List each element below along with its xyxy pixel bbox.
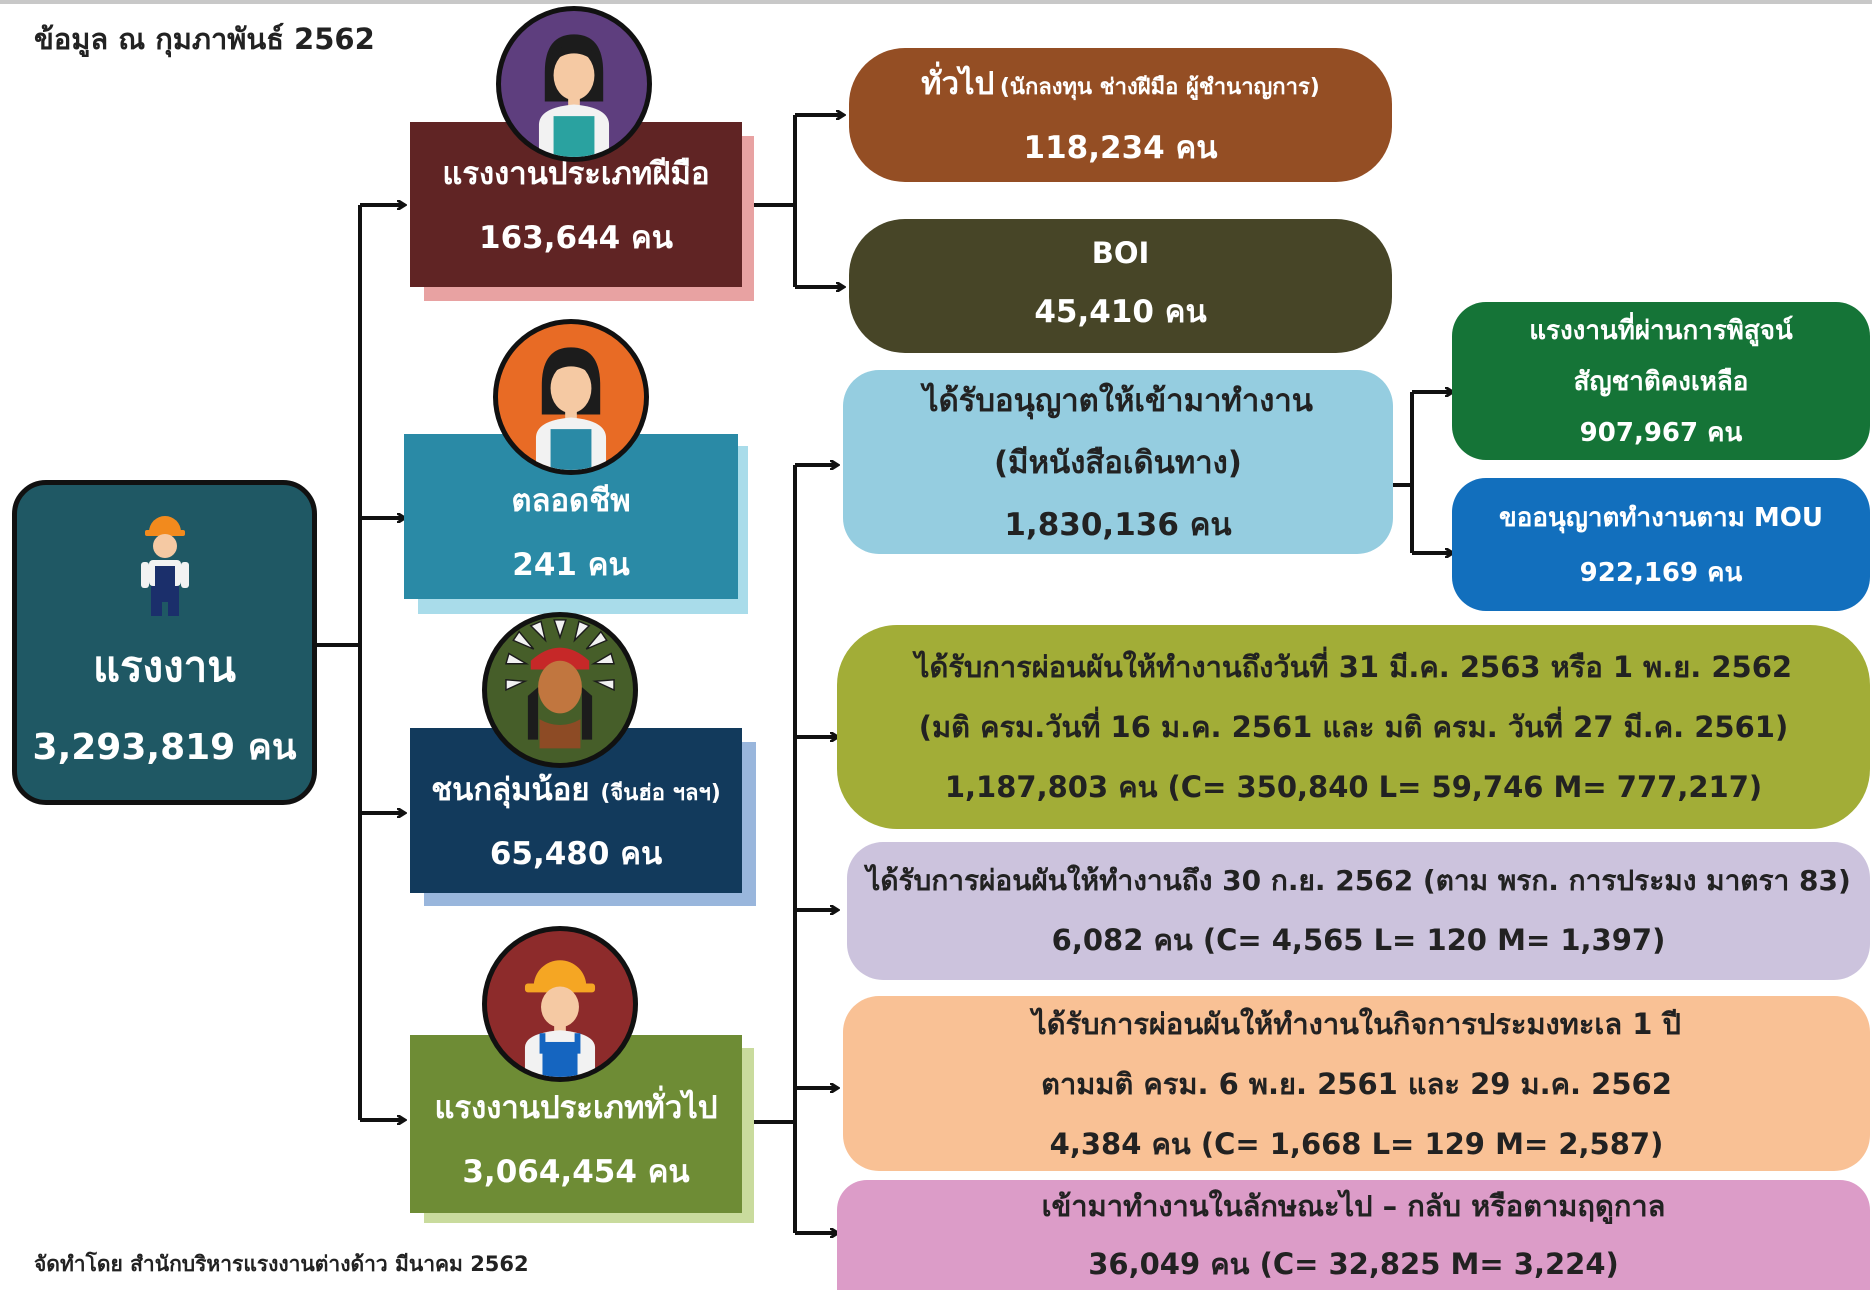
nationality-pill: แรงงานที่ผ่านการพิสูจน์ สัญชาติคงเหลือ 9…	[1452, 302, 1870, 460]
female-worker-icon	[538, 34, 610, 157]
minority-title: ชนกลุ่มน้อย	[431, 771, 590, 808]
waiver1-line1: ได้รับการผ่อนผันให้ทำงานถึงวันที่ 31 มี.…	[914, 650, 1793, 684]
waiver3-pill: ได้รับการผ่อนผันให้ทำงานในกิจการประมงทะเ…	[843, 996, 1870, 1171]
footer-credit: จัดทำโดย สำนักบริหารแรงงานต่างด้าว มีนาค…	[34, 1252, 529, 1276]
passport-pill: ได้รับอนุญาตให้เข้ามาทำงาน (มีหนังสือเดิ…	[843, 370, 1393, 554]
skilled-general-pill: ทั่วไป (นักลงทุน ช่างฝีมือ ผู้ชำนาญการ) …	[849, 48, 1392, 182]
waiver2-pill: ได้รับการผ่อนผันให้ทำงานถึง 30 ก.ย. 2562…	[847, 842, 1870, 980]
mou-count: 922,169 คน	[1579, 557, 1743, 588]
waiver1-count: 1,187,803 คน (C= 350,840 L= 59,746 M= 77…	[944, 770, 1763, 804]
waiver2-line1: ได้รับการผ่อนผันให้ทำงานถึง 30 ก.ย. 2562…	[866, 864, 1851, 897]
minority-note: (จีนฮ่อ ฯลฯ)	[600, 780, 721, 806]
root-count: 3,293,819 คน	[32, 727, 297, 768]
root-title: แรงงาน	[93, 642, 236, 691]
lifetime-count: 241 คน	[512, 546, 630, 583]
nationality-count: 907,967 คน	[1579, 417, 1743, 448]
boi-pill: BOI 45,410 คน	[849, 219, 1392, 353]
general-count: 3,064,454 คน	[462, 1154, 690, 1190]
skilled-general-note: (นักลงทุน ช่างฝีมือ ผู้ชำนาญการ)	[999, 75, 1320, 100]
waiver2-count: 6,082 คน (C= 4,565 L= 120 M= 1,397)	[1051, 923, 1666, 957]
waiver3-line2: ตามมติ ครม. 6 พ.ย. 2561 และ 29 ม.ค. 2562	[1041, 1066, 1672, 1101]
minority-title-line: ชนกลุ่มน้อย (จีนฮ่อ ฯลฯ)	[431, 764, 721, 814]
general-title: แรงงานประเภททั่วไป	[434, 1090, 718, 1126]
minority-count: 65,480 คน	[489, 835, 663, 872]
passport-count: 1,830,136 คน	[1004, 507, 1232, 543]
passport-line2: (มีหนังสือเดินทาง)	[994, 445, 1242, 481]
lifetime-avatar	[493, 319, 649, 475]
waiver1-line2: (มติ ครม.วันที่ 16 ม.ค. 2561 และ มติ ครม…	[918, 710, 1789, 744]
date-caption: ข้อมูล ณ กุมภาพันธ์ 2562	[34, 22, 375, 56]
female-worker-icon	[535, 347, 607, 470]
waiver3-count: 4,384 คน (C= 1,668 L= 129 M= 2,587)	[1049, 1126, 1664, 1161]
construction-worker-icon	[524, 960, 596, 1077]
boi-count: 45,410 คน	[1034, 294, 1207, 330]
waiver3-line1: ได้รับการผ่อนผันให้ทำงานในกิจการประมงทะเ…	[1032, 1006, 1681, 1041]
mou-line1: ขออนุญาตทำงานตาม MOU	[1499, 502, 1823, 533]
waiver1-pill: ได้รับการผ่อนผันให้ทำงานถึงวันที่ 31 มี.…	[837, 625, 1870, 829]
mou-pill: ขออนุญาตทำงานตาม MOU 922,169 คน	[1452, 478, 1870, 611]
top-rule	[0, 0, 1872, 4]
seasonal-pill: เข้ามาทำงานในลักษณะไป – กลับ หรือตามฤดูก…	[837, 1180, 1870, 1290]
nationality-line1: แรงงานที่ผ่านการพิสูจน์	[1529, 315, 1793, 346]
skilled-count: 163,644 คน	[479, 219, 673, 256]
lifetime-title: ตลอดชีพ	[511, 482, 631, 519]
seasonal-line1: เข้ามาทำงานในลักษณะไป – กลับ หรือตามฤดูก…	[1041, 1189, 1666, 1223]
skilled-avatar	[496, 6, 652, 162]
passport-line1: ได้รับอนุญาตให้เข้ามาทำงาน	[923, 383, 1313, 419]
root-box: แรงงาน 3,293,819 คน	[12, 480, 317, 805]
headdress-icon	[505, 619, 615, 749]
skilled-general-count: 118,234 คน	[1023, 130, 1218, 166]
boi-title: BOI	[1091, 236, 1150, 270]
minority-avatar	[482, 612, 638, 768]
category-minority: ชนกลุ่มน้อย (จีนฮ่อ ฯลฯ) 65,480 คน	[410, 728, 742, 893]
general-avatar	[482, 926, 638, 1082]
skilled-general-title-line: ทั่วไป (นักลงทุน ช่างฝีมือ ผู้ชำนาญการ)	[921, 58, 1320, 108]
nationality-line2: สัญชาติคงเหลือ	[1573, 366, 1749, 397]
seasonal-count: 36,049 คน (C= 32,825 M= 3,224)	[1088, 1247, 1619, 1281]
worker-figure-icon	[140, 516, 189, 616]
skilled-general-title: ทั่วไป	[921, 66, 995, 102]
